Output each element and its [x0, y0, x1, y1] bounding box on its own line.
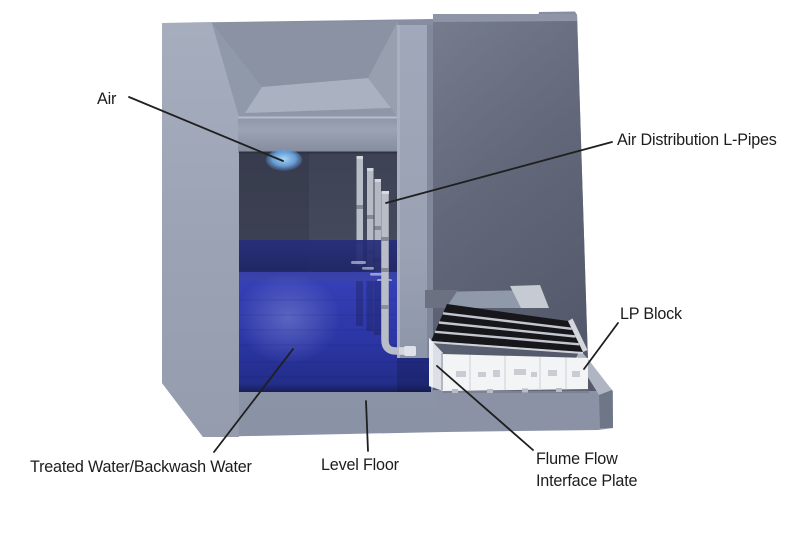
l-pipe-2 [367, 168, 374, 271]
platform-front-face [433, 390, 600, 431]
l-pipe-1-cap [356, 156, 363, 159]
lp-block-top-rails [434, 312, 580, 346]
label-flume-flow-line2: Interface Plate [536, 471, 638, 490]
leader-line-air [128, 96, 284, 162]
l-pipe-3-joint [374, 226, 381, 230]
leader-line-treated-water [213, 348, 294, 453]
label-flume-flow-interface-plate: Flume Flow Interface Plate [536, 448, 637, 492]
water-floor-shadow [239, 384, 431, 392]
ramp-chute [510, 285, 549, 308]
ledge-shadow-wedge [425, 290, 458, 308]
l-pipe-2-joint [367, 215, 374, 219]
lp-block-feet [452, 388, 562, 393]
leader-line-flume [436, 365, 534, 451]
leader-line-air-distribution [385, 141, 613, 204]
l-pipe-2-cap [367, 168, 374, 171]
tank-left-wall [162, 23, 239, 437]
l-pipe-4-joint3 [381, 305, 389, 309]
label-air: Air [97, 89, 117, 108]
lp-block-front-markings [456, 369, 580, 377]
block-ground-shadow [443, 389, 589, 393]
label-air-distribution-l-pipes: Air Distribution L-Pipes [617, 130, 777, 149]
l-pipe-3-cap [374, 179, 381, 182]
submerged-pipe-shadows [356, 281, 381, 335]
flume-interface-plate-highlight [429, 338, 433, 388]
label-flume-flow-line1: Flume Flow [536, 449, 618, 468]
leader-line-lp-block [583, 322, 619, 370]
water-glow [236, 272, 340, 364]
lp-block-front-seams [469, 355, 567, 390]
l-pipe-4-body [381, 192, 416, 355]
hopper-floor [245, 78, 391, 113]
hopper-left-slope [212, 23, 262, 117]
l-pipe-1-joint [356, 205, 363, 209]
hopper-right-slope [368, 21, 398, 117]
divider-wall-left-highlight [397, 25, 400, 358]
air-bubble [266, 149, 302, 171]
l-pipe-4-cap [381, 191, 389, 194]
platform-right-face [599, 390, 613, 428]
lp-block-front-top-edge [430, 341, 584, 354]
right-wall-top-sliver [433, 14, 577, 22]
label-level-floor: Level Floor [321, 455, 399, 474]
water-line-band [239, 272, 397, 281]
lp-block [429, 304, 588, 393]
l-pipe-1 [356, 156, 363, 266]
l-pipe-4 [381, 191, 416, 356]
leader-lines [128, 96, 619, 453]
label-treated-water: Treated Water/Backwash Water [30, 457, 252, 476]
hopper [212, 21, 398, 117]
l-pipe-4-coupling [404, 346, 416, 356]
hopper-back-slope [212, 21, 398, 87]
trough-front-band [238, 117, 397, 153]
water-right-shade [397, 358, 431, 392]
l-pipe-4-joint2 [381, 268, 389, 272]
leader-line-level-floor [365, 400, 369, 452]
label-lp-block: LP Block [620, 304, 682, 323]
l-pipe-4-joint [381, 237, 389, 241]
lp-block-right-rail [568, 318, 588, 352]
